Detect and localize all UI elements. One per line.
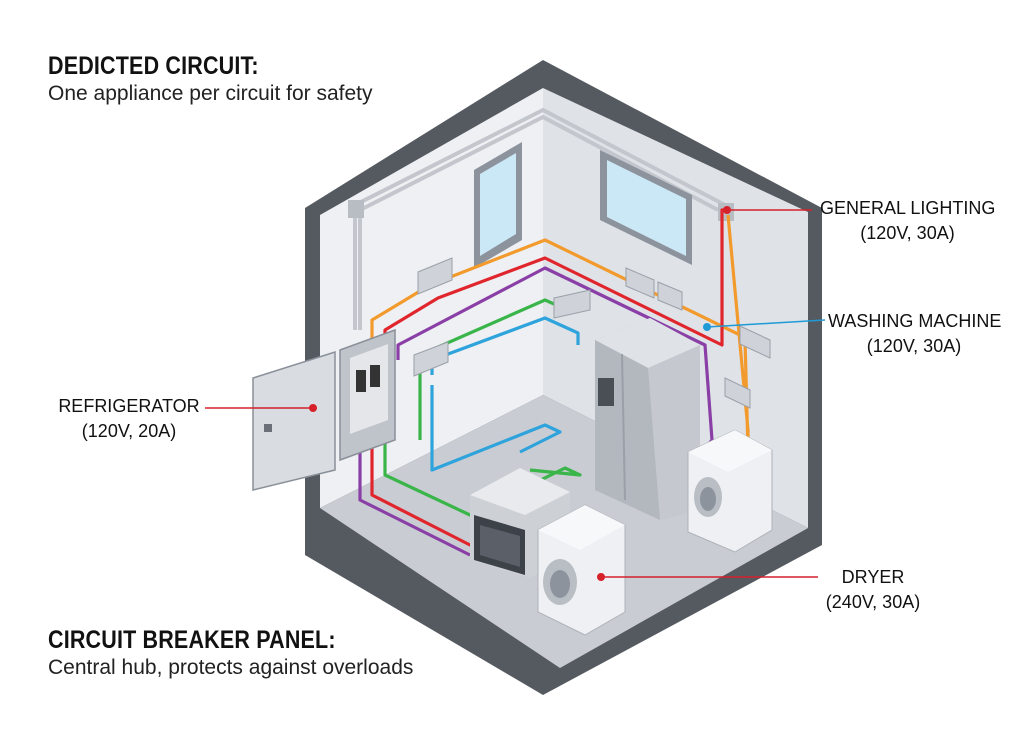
breaker-panel-title: CIRCUIT BREAKER PANEL: (48, 626, 336, 654)
label-dryer: DRYER (240V, 30A) (818, 565, 928, 615)
leader-washer (706, 319, 826, 328)
wire-red (383, 208, 728, 355)
dryer-icon (537, 504, 626, 636)
dedicated-circuit-description: One appliance per circuit for safety (48, 82, 373, 105)
refrigerator-icon (595, 318, 700, 520)
label-washing-machine: WASHING MACHINE (120V, 30A) (828, 309, 1002, 359)
washing-machine-icon (687, 429, 773, 553)
window-icon (474, 142, 692, 268)
label-refrigerator-rating: (120V, 20A) (81, 421, 177, 441)
label-general-lighting-rating: (120V, 30A) (860, 223, 955, 243)
junction-box-left (348, 200, 364, 218)
dedicated-circuit-title: DEDICTED CIRCUIT: (48, 52, 259, 80)
leader-dot-fridge (309, 404, 317, 412)
label-general-lighting: GENERAL LIGHTING (120V, 30A) (820, 196, 995, 246)
leader-dot-lighting (723, 206, 731, 214)
breaker-panel-description: Central hub, protects against overloads (48, 656, 414, 679)
label-washing-machine-name: WASHING MACHINE (828, 311, 1002, 331)
breaker-panel-icon (252, 328, 396, 491)
label-leaders (205, 209, 826, 578)
leader-dot-washer (703, 323, 711, 331)
label-general-lighting-name: GENERAL LIGHTING (820, 198, 996, 218)
label-washing-machine-rating: (120V, 30A) (866, 336, 962, 356)
label-refrigerator: REFRIGERATOR (120V, 20A) (58, 394, 200, 444)
leader-dot-dryer (597, 573, 605, 581)
wire-blue-floor (430, 385, 562, 472)
wall-outlet-icon (413, 257, 771, 409)
label-refrigerator-name: REFRIGERATOR (58, 396, 200, 416)
label-dryer-name: DRYER (841, 567, 905, 587)
label-dryer-rating: (240V, 30A) (825, 592, 921, 612)
